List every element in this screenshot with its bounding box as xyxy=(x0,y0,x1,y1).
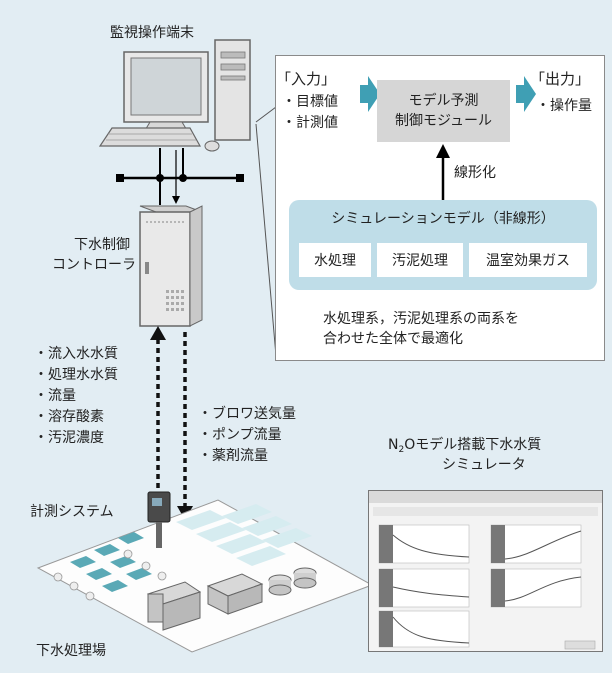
simulator-title-line2: シミュレータ xyxy=(442,457,526,473)
output-bracket: 「出力」 xyxy=(530,70,591,88)
input-item-1: ・計測値 xyxy=(282,115,338,131)
simulator-screen-graphics xyxy=(369,491,602,650)
simulation-model-panel: シミュレーションモデル（非線形） 水処理 汚泥処理 温室効果ガス xyxy=(289,200,597,290)
linearize-arrow-icon xyxy=(436,144,450,158)
optimize-line1: 水処理系，汚泥処理系の両系を xyxy=(323,311,519,327)
plant-label: 下水処理場 xyxy=(36,643,106,659)
callout-arrows xyxy=(360,76,536,200)
treatment-plant-illustration xyxy=(36,499,374,653)
simulator-title-line1: N2Oモデル搭載下水水質 xyxy=(388,436,541,459)
module-line2: 制御モジュール xyxy=(394,113,493,129)
simulator-title-sub: 2 xyxy=(398,445,405,455)
subsystem-ghg: 温室効果ガス xyxy=(469,243,587,277)
input-bracket: 「入力」 xyxy=(276,70,337,88)
output-arrow-icon xyxy=(516,76,536,112)
measured-item-1: ・処理水水質 xyxy=(34,367,118,383)
keyboard-icon xyxy=(98,127,202,147)
controller-cabinet-icon xyxy=(139,205,203,327)
simulation-model-title: シミュレーションモデル（非線形） xyxy=(331,211,555,227)
module-line1: モデル予測 xyxy=(408,93,479,109)
controller-label-line1: 下水制御 xyxy=(74,237,130,253)
measured-item-3: ・溶存酸素 xyxy=(34,409,104,425)
controller-label-line2: コントローラ xyxy=(52,257,136,273)
control-item-0: ・ブロワ送気量 xyxy=(198,406,296,422)
measured-item-0: ・流入水水質 xyxy=(34,346,118,362)
mpc-module-box: モデル予測 制御モジュール xyxy=(377,80,510,142)
callout-connector-top xyxy=(255,106,277,123)
network-bus xyxy=(116,148,244,205)
terminal-label: 監視操作端末 xyxy=(110,25,194,41)
control-item-2: ・薬剤流量 xyxy=(198,448,268,464)
input-item-0: ・目標値 xyxy=(282,94,338,110)
optimize-line2: 合わせた全体で最適化 xyxy=(323,331,463,347)
mouse-icon xyxy=(204,140,220,152)
simulator-screenshot xyxy=(368,490,603,652)
linearize-label: 線形化 xyxy=(454,165,496,181)
simulator-title-rest: Oモデル搭載下水水質 xyxy=(404,437,542,453)
output-item: ・操作量 xyxy=(536,98,592,114)
measurement-system-label: 計測システム xyxy=(30,504,114,520)
control-item-1: ・ポンプ流量 xyxy=(198,427,282,443)
measured-item-2: ・流量 xyxy=(34,388,76,404)
input-arrow-icon xyxy=(360,76,380,112)
callout-connector-bottom xyxy=(255,123,277,357)
subsystem-water: 水処理 xyxy=(299,243,371,277)
sensor-device-icon xyxy=(147,491,171,548)
tower-pc-icon xyxy=(214,39,251,141)
monitor-icon xyxy=(123,51,209,133)
signal-arrows xyxy=(150,326,193,520)
subsystem-sludge: 汚泥処理 xyxy=(377,243,463,277)
measured-item-4: ・汚泥濃度 xyxy=(34,430,104,446)
simulator-title-n: N xyxy=(388,437,399,453)
